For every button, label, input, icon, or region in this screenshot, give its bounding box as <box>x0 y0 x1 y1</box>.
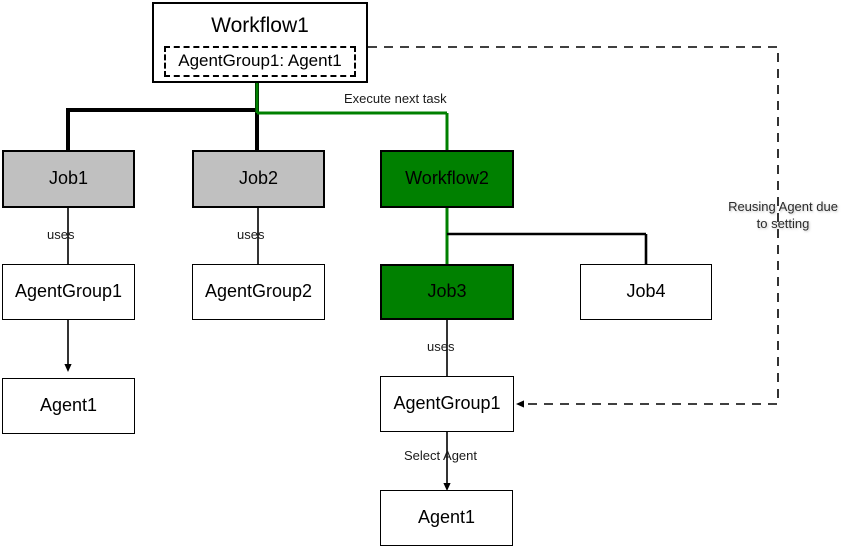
edge-workflow2-job4 <box>447 232 648 264</box>
node-job1-label: Job1 <box>48 168 89 189</box>
node-workflow2-label: Workflow2 <box>405 168 489 189</box>
node-job1[interactable]: Job1 <box>2 150 135 208</box>
node-workflow1-agent-binding: AgentGroup1: Agent1 <box>164 45 356 78</box>
edge-label-uses-1: uses <box>47 227 75 242</box>
annotation-line-2: to setting <box>756 215 810 231</box>
edge-label-select-agent: Select Agent <box>404 448 477 463</box>
node-agentgroup1-reused[interactable]: AgentGroup1 <box>380 376 514 432</box>
annotation-reusing-agent: Reusing Agent due to setting <box>713 199 845 233</box>
edge-workflow1-jobs <box>66 83 259 150</box>
node-job4-label: Job4 <box>626 281 666 302</box>
edge-label-execute-next-task: Execute next task <box>344 91 447 106</box>
node-agent1-selected-label: Agent1 <box>417 507 476 528</box>
node-agentgroup1[interactable]: AgentGroup1 <box>2 264 135 320</box>
node-agentgroup2-label: AgentGroup2 <box>204 281 313 302</box>
node-workflow1-label: Workflow1 <box>211 13 309 37</box>
node-workflow1[interactable]: Workflow1 AgentGroup1: Agent1 <box>152 2 368 83</box>
node-agentgroup1-reused-label: AgentGroup1 <box>393 393 501 414</box>
node-agent1[interactable]: Agent1 <box>2 378 135 434</box>
node-workflow2[interactable]: Workflow2 <box>380 150 514 208</box>
node-agent1-label: Agent1 <box>39 395 98 416</box>
node-job2[interactable]: Job2 <box>192 150 325 208</box>
edge-label-uses-3: uses <box>427 339 455 354</box>
node-agentgroup1-label: AgentGroup1 <box>14 281 123 302</box>
node-job3-label: Job3 <box>427 281 467 302</box>
node-job2-label: Job2 <box>238 168 279 189</box>
edge-label-uses-2: uses <box>237 227 265 242</box>
node-job4[interactable]: Job4 <box>580 264 712 320</box>
node-agentgroup2[interactable]: AgentGroup2 <box>192 264 325 320</box>
annotation-line-1: Reusing Agent due <box>728 199 838 214</box>
node-job3[interactable]: Job3 <box>380 264 514 320</box>
node-agent1-selected[interactable]: Agent1 <box>380 490 513 546</box>
